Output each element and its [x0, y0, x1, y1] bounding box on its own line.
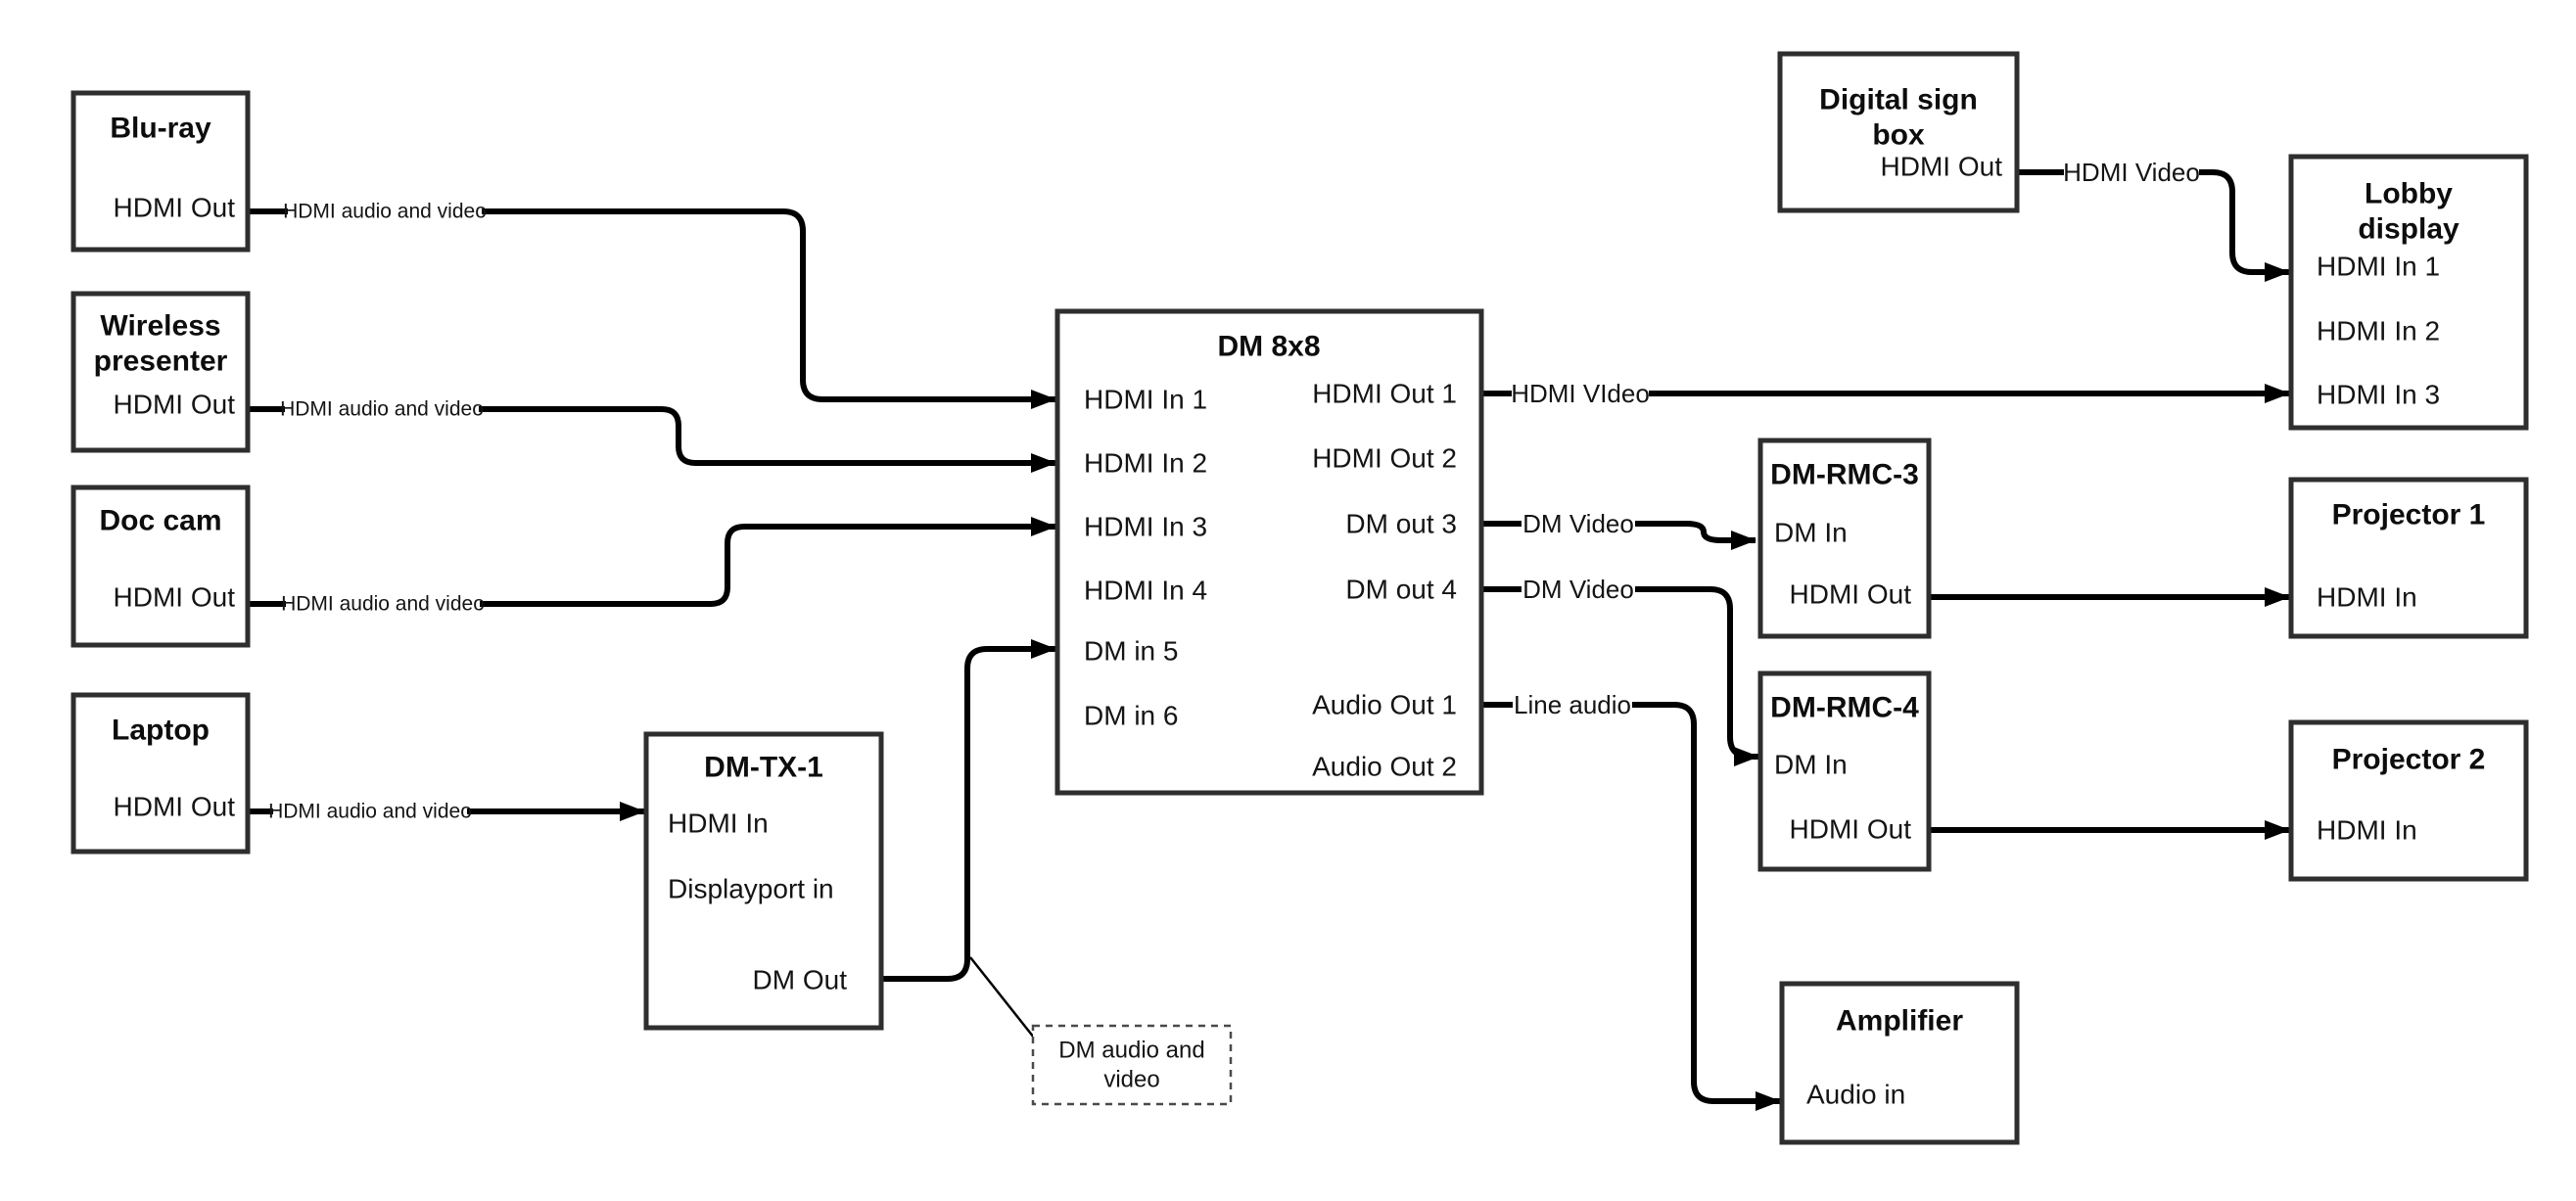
dm-rmc-3-port-dm-in: DM In [1774, 518, 1848, 548]
edge-label-doc-cam: HDMI audio and video [281, 593, 485, 616]
laptop-port-hdmi-out: HDMI Out [114, 792, 236, 822]
doc-cam-port-hdmi-out: HDMI Out [114, 582, 236, 613]
edge-blu-ray-to-dm8x8-in1 [248, 208, 1056, 409]
amplifier-port-audio-in: Audio in [1806, 1080, 1905, 1110]
note-text-line1: DM audio and [1058, 1038, 1204, 1064]
lobby-display-node: Lobby display HDMI In 1 HDMI In 2 HDMI I… [2288, 154, 2529, 431]
dm-8x8-port-hdmi-in-1: HDMI In 1 [1084, 385, 1207, 415]
lobby-display-title-line2: display [2358, 213, 2459, 246]
amplifier-title: Amplifier [1836, 1005, 1963, 1038]
edge-label-dm-video-out3: DM Video [1522, 509, 1634, 538]
projector-2-node: Projector 2 HDMI In [2288, 719, 2529, 882]
wireless-presenter-title-line1: Wireless [100, 310, 220, 343]
blu-ray-node: Blu-ray HDMI Out [70, 90, 251, 253]
edge-dmtx1-dm-out-to-dm8x8-in5 [881, 639, 1056, 982]
dm-rmc-3-port-hdmi-out: HDMI Out [1790, 579, 1912, 610]
wireless-presenter-title-line2: presenter [94, 346, 228, 378]
projector-1-title: Projector 1 [2332, 499, 2486, 531]
dm-8x8-port-hdmi-out-2: HDMI Out 2 [1312, 443, 1457, 474]
note-text-line2: video [1103, 1067, 1159, 1093]
dm-tx-1-port-hdmi-in: HDMI In [668, 808, 769, 839]
dm-8x8-port-dm-in-6: DM in 6 [1084, 701, 1178, 731]
lobby-display-port-hdmi-in-3: HDMI In 3 [2317, 380, 2440, 410]
dm-tx-1-port-displayport-in: Displayport in [668, 874, 834, 904]
edge-label-dm-video-out4: DM Video [1522, 575, 1634, 604]
dm-rmc-3-node: DM-RMC-3 DM In HDMI Out [1757, 438, 1932, 639]
wireless-presenter-port-hdmi-out: HDMI Out [114, 390, 236, 420]
edge-label-hdmi-video-out1: HDMI VIdeo [1511, 379, 1650, 408]
projector-2-port-hdmi-in: HDMI In [2317, 815, 2417, 846]
laptop-title: Laptop [112, 715, 210, 747]
edge-wireless-to-dm8x8-in2 [248, 406, 1056, 473]
edge-label-wireless: HDMI audio and video [280, 398, 484, 421]
blu-ray-title: Blu-ray [110, 113, 211, 145]
edge-label-hdmi-video-sign: HDMI Video [2063, 158, 2200, 187]
dm-tx-1-port-dm-out: DM Out [753, 965, 848, 995]
doc-cam-title: Doc cam [99, 505, 221, 537]
dm-8x8-port-hdmi-in-2: HDMI In 2 [1084, 448, 1207, 479]
dm-8x8-node: DM 8x8 HDMI In 1 HDMI In 2 HDMI In 3 HDM… [1054, 308, 1484, 796]
digital-sign-box-node: Digital sign box HDMI Out [1777, 51, 2020, 213]
projector-2-title: Projector 2 [2332, 744, 2486, 776]
wireless-presenter-node: Wireless presenter HDMI Out [70, 291, 251, 453]
note-leader-line [969, 956, 1035, 1039]
amplifier-node: Amplifier Audio in [1779, 981, 2020, 1145]
dm-8x8-port-hdmi-out-1: HDMI Out 1 [1312, 379, 1457, 409]
dm-8x8-port-dm-in-5: DM in 5 [1084, 636, 1178, 667]
blu-ray-port-hdmi-out: HDMI Out [114, 193, 236, 223]
projector-1-port-hdmi-in: HDMI In [2317, 582, 2417, 613]
doc-cam-node: Doc cam HDMI Out [70, 485, 251, 648]
dm-rmc-3-title: DM-RMC-3 [1770, 459, 1919, 491]
lobby-display-port-hdmi-in-1: HDMI In 1 [2317, 252, 2440, 282]
dm-rmc-4-port-hdmi-out: HDMI Out [1790, 814, 1912, 845]
dm-8x8-port-hdmi-in-4: HDMI In 4 [1084, 576, 1207, 606]
projector-1-node: Projector 1 HDMI In [2288, 477, 2529, 639]
dm-tx-1-title: DM-TX-1 [704, 752, 823, 784]
edge-label-laptop: HDMI audio and video [268, 801, 472, 823]
dm-rmc-4-node: DM-RMC-4 DM In HDMI Out [1757, 670, 1932, 872]
laptop-node: Laptop HDMI Out [70, 692, 251, 855]
edge-sign-to-lobby-in1 [2017, 169, 2290, 282]
dm-8x8-port-dm-out-4: DM out 4 [1345, 575, 1457, 605]
dm-8x8-title: DM 8x8 [1217, 331, 1320, 363]
dm-8x8-port-audio-out-2: Audio Out 2 [1312, 752, 1457, 782]
dm-8x8-port-audio-out-1: Audio Out 1 [1312, 690, 1457, 720]
digital-sign-box-title-line1: Digital sign [1819, 84, 1978, 116]
edge-labels: HDMI audio and video HDMI audio and vide… [268, 158, 2200, 824]
dm-rmc-4-title: DM-RMC-4 [1770, 692, 1919, 724]
edge-dm8x8-dm-out3-to-rmc3 [1481, 521, 1756, 550]
digital-sign-box-port-hdmi-out: HDMI Out [1881, 152, 2003, 182]
digital-sign-box-title-line2: box [1872, 119, 1925, 152]
lobby-display-port-hdmi-in-2: HDMI In 2 [2317, 316, 2440, 346]
edge-label-line-audio: Line audio [1514, 690, 1631, 719]
dm-8x8-port-hdmi-in-3: HDMI In 3 [1084, 512, 1207, 542]
nodes: Blu-ray HDMI Out Wireless presenter HDMI… [70, 51, 2529, 1145]
dm-tx-1-node: DM-TX-1 HDMI In Displayport in DM Out [643, 731, 884, 1031]
dm-8x8-port-dm-out-3: DM out 3 [1345, 509, 1457, 539]
edge-dm8x8-audio-out1-to-amplifier [1481, 702, 1781, 1111]
edge-label-blu-ray: HDMI audio and video [283, 201, 487, 223]
edge-doc-cam-to-dm8x8-in3 [248, 517, 1056, 607]
dm-audio-video-note: DM audio and video [1031, 1024, 1233, 1106]
lobby-display-title-line1: Lobby [2365, 178, 2453, 210]
edges [248, 169, 2290, 1111]
edge-dm8x8-dm-out4-to-rmc4 [1481, 586, 1759, 766]
dm-rmc-4-port-dm-in: DM In [1774, 750, 1848, 780]
